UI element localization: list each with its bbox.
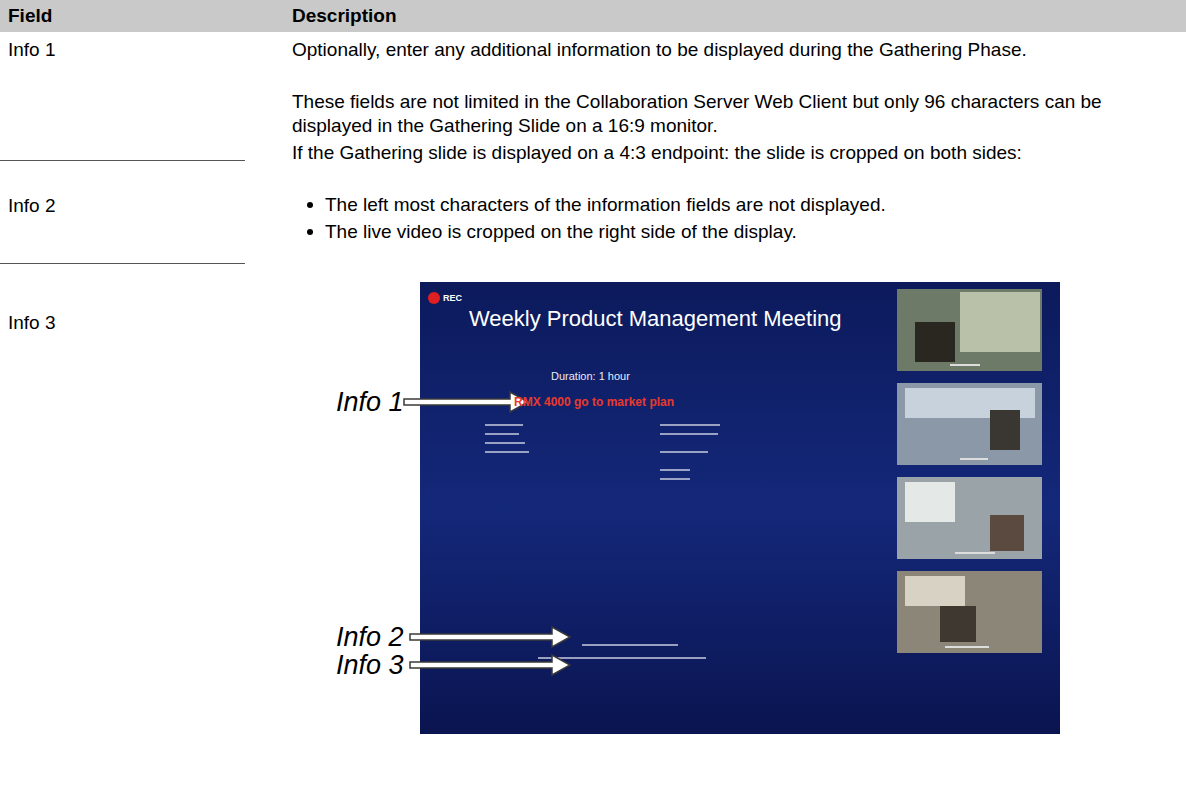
- column-header: Field: [8, 4, 52, 28]
- bullet: [307, 229, 313, 235]
- callout-label: Info 3: [336, 649, 404, 681]
- rec-indicator: REC: [443, 292, 462, 304]
- callout-label: Info 2: [336, 621, 404, 653]
- description-text: These fields are not limited in the Coll…: [292, 90, 1152, 138]
- description-text: If the Gathering slide is displayed on a…: [292, 141, 1152, 165]
- table-header: [0, 0, 1186, 32]
- column-header: Description: [292, 4, 397, 28]
- bullet: [307, 202, 313, 208]
- field-name: Info 2: [8, 194, 56, 218]
- bullet-text: The live video is cropped on the right s…: [325, 220, 1145, 244]
- bullet-text: The left most characters of the informat…: [325, 193, 1145, 217]
- callout-arrow: [404, 392, 528, 412]
- slide-title: Weekly Product Management Meeting: [469, 305, 842, 333]
- row-rule: [0, 263, 245, 264]
- callout-label: Info 1: [336, 386, 404, 418]
- callout-arrow: [410, 627, 570, 647]
- field-name: Info 1: [8, 38, 56, 62]
- row-rule: [0, 160, 245, 161]
- field-name: Info 3: [8, 311, 56, 335]
- callout-arrow: [410, 655, 570, 675]
- slide-duration: Duration: 1 hour: [551, 369, 630, 383]
- description-text: Optionally, enter any additional informa…: [292, 38, 1152, 62]
- slide-info-1: RMX 4000 go to market plan: [514, 395, 674, 410]
